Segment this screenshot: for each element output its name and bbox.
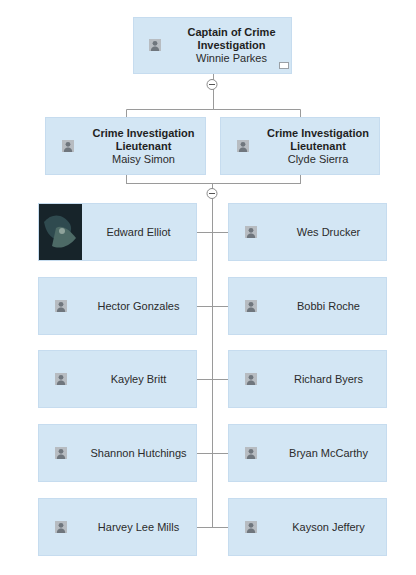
person-name: Bobbi Roche [297,300,360,313]
photo-background [39,204,82,260]
person-icon [55,447,67,459]
staff-box: Kayson Jeffery [228,498,387,556]
role-title: Crime Investigation Lieutenant [259,127,377,153]
staff-box: Bobbi Roche [228,277,387,335]
person-name: Kayley Britt [111,373,167,386]
collapse-button [207,80,217,90]
person-icon [55,300,67,312]
role-title: Crime Investigation Lieutenant [84,127,203,153]
person-icon [149,39,161,51]
person-icon [245,447,257,459]
person-name: Harvey Lee Mills [98,521,179,534]
lieutenant-box: Crime Investigation LieutenantClyde Sier… [220,117,380,175]
profile-photo [39,204,82,260]
collapse-circle [207,189,217,199]
person-name: Maisy Simon [112,153,175,166]
person-name: Bryan McCarthy [289,447,368,460]
role-title: Captain of Crime Investigation [176,26,287,52]
person-icon [245,226,257,238]
connector-line [214,74,301,117]
collapse-button [207,189,217,199]
lieutenant-box: Crime Investigation LieutenantMaisy Simo… [45,117,206,175]
captain-box: Captain of Crime InvestigationWinnie Par… [133,17,292,74]
person-icon [62,140,74,152]
person-icon [245,521,257,533]
person-icon [245,373,257,385]
person-name: Winnie Parkes [196,52,267,65]
person-name: Clyde Sierra [288,153,349,166]
staff-box: Bryan McCarthy [228,424,387,482]
staff-box: Shannon Hutchings [38,424,197,482]
connector-line [127,74,214,117]
staff-box: Richard Byers [228,350,387,408]
collapse-circle [207,80,217,90]
person-icon [245,300,257,312]
staff-box: Kayley Britt [38,350,197,408]
photo-shape [52,227,76,248]
staff-box: Edward Elliot [38,203,197,261]
person-icon [55,521,67,533]
collapse-minus [209,84,215,85]
person-icon [55,373,67,385]
staff-box: Hector Gonzales [38,277,197,335]
badge-box [280,63,289,69]
staff-box: Wes Drucker [228,203,387,261]
person-name: Richard Byers [294,373,363,386]
photo-shape [44,215,71,240]
badge-icon [280,63,289,69]
person-name: Kayson Jeffery [292,521,365,534]
photo-shape [59,228,65,234]
person-name: Wes Drucker [297,226,360,239]
collapse-minus [209,193,215,194]
person-name: Hector Gonzales [98,300,180,313]
person-icon [237,140,249,152]
person-name: Shannon Hutchings [90,447,186,460]
person-name: Edward Elliot [106,226,170,239]
staff-box: Harvey Lee Mills [38,498,197,556]
